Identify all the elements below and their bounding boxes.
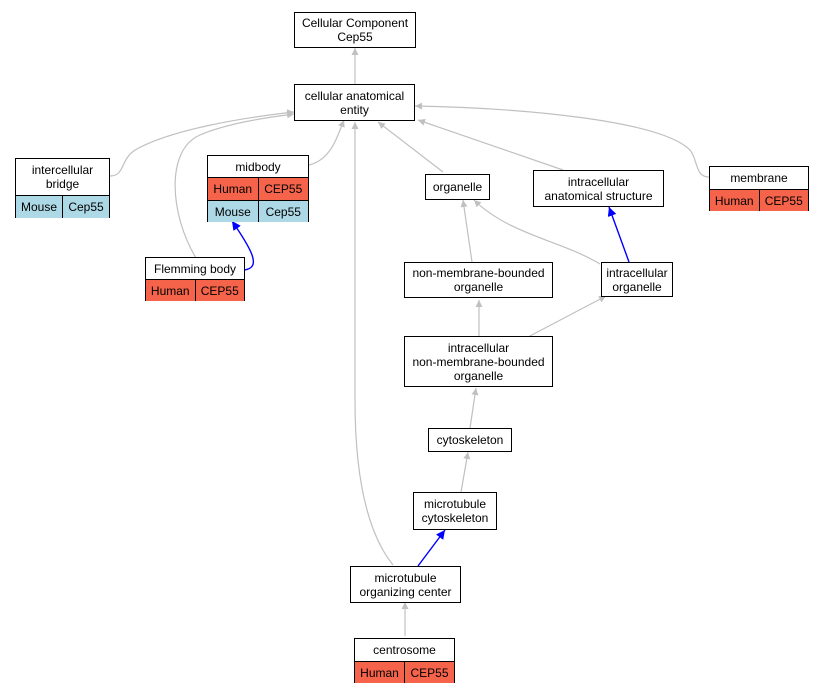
edge-mt-cytoskeleton-to-cytoskeleton xyxy=(460,451,471,493)
species-row-human: Human CEP55 xyxy=(355,661,454,683)
node-cytoskeleton[interactable]: cytoskeleton xyxy=(428,428,512,452)
node-centrosome[interactable]: centrosome Human CEP55 xyxy=(354,638,455,683)
edge-intracellular-structure-to-entity xyxy=(417,118,564,171)
species-row-human: Human CEP55 xyxy=(146,279,244,301)
node-label-line: organelle xyxy=(432,180,483,194)
node-non-membrane-bounded-organelle[interactable]: non-membrane-bounded organelle xyxy=(404,262,553,298)
node-label-line: microtubule xyxy=(423,497,487,511)
species-cell: Mouse xyxy=(214,204,251,219)
edge-flemming-part-of-midbody xyxy=(231,220,255,271)
node-organelle[interactable]: organelle xyxy=(425,174,490,200)
node-label-line: non-membrane-bounded xyxy=(412,354,545,369)
edge-nmb-to-organelle xyxy=(460,199,473,263)
edge-intracellular-organelle-part-of-structure xyxy=(607,206,630,263)
node-label-line: intracellular xyxy=(567,174,630,189)
node-label-line: organizing center xyxy=(359,584,452,599)
node-intracellular-non-membrane-bounded-organelle[interactable]: intracellular non-membrane-bounded organ… xyxy=(404,336,553,387)
node-label-line: cytoskeleton xyxy=(436,433,504,447)
node-intercellular-bridge[interactable]: intercellular bridge Mouse Cep55 xyxy=(15,158,110,218)
node-label-line: cytoskeleton xyxy=(421,511,489,525)
node-label-line: cellular anatomical xyxy=(304,88,405,103)
species-row-human: Human CEP55 xyxy=(710,189,808,211)
node-cellular-component[interactable]: Cellular Component Cep55 xyxy=(294,12,416,48)
edge-membrane-to-entity xyxy=(414,102,710,178)
node-label-line: bridge xyxy=(45,177,80,191)
gene-cell: CEP55 xyxy=(257,178,309,200)
species-cell: Human xyxy=(360,665,399,680)
node-label-line: Cep55 xyxy=(337,30,373,44)
edge-inmb-to-intracellular-organelle xyxy=(527,295,607,338)
node-label-line: centrosome xyxy=(373,643,436,657)
node-label-line: organelle xyxy=(453,368,504,383)
node-label-line: Flemming body xyxy=(153,261,237,276)
node-microtubule-cytoskeleton[interactable]: microtubule cytoskeleton xyxy=(413,492,497,530)
node-label-line: non-membrane-bounded xyxy=(412,266,545,280)
edge-mtoc-to-entity xyxy=(351,122,394,566)
gene-cell: Cep55 xyxy=(62,196,109,218)
edge-intercellular-bridge-to-entity xyxy=(109,109,295,177)
gene-cell: Cep55 xyxy=(257,201,309,222)
node-flemming-body[interactable]: Flemming body Human CEP55 xyxy=(145,257,245,301)
edge-organelle-to-entity xyxy=(377,121,444,173)
gene-cell: CEP55 xyxy=(194,280,245,301)
node-label-line: anatomical structure xyxy=(544,188,653,203)
node-label-line: microtubule xyxy=(374,570,437,585)
node-cellular-anatomical-entity[interactable]: cellular anatomical entity xyxy=(294,84,415,121)
node-label-line: intracellular xyxy=(447,340,510,355)
species-cell: Human xyxy=(213,182,253,196)
edge-mtoc-part-of-mt-cytoskeleton xyxy=(417,529,446,567)
edge-flemming-to-entity xyxy=(174,111,295,259)
gene-cell: CEP55 xyxy=(404,662,454,683)
node-label-line: organelle xyxy=(453,280,504,294)
species-row-human: Human CEP55 xyxy=(208,177,308,200)
node-midbody[interactable]: midbody Human CEP55 Mouse Cep55 xyxy=(207,155,309,222)
species-row-mouse: Mouse Cep55 xyxy=(208,200,308,222)
species-cell: Human xyxy=(150,283,190,298)
edge-midbody-to-entity xyxy=(308,119,345,166)
node-intracellular-organelle[interactable]: intracellular organelle xyxy=(601,262,673,297)
node-intracellular-anatomical-structure[interactable]: intracellular anatomical structure xyxy=(533,170,664,207)
node-label-line: organelle xyxy=(612,279,662,294)
edge-cytoskeleton-to-inmb xyxy=(469,387,479,429)
node-label-line: Cellular Component xyxy=(301,16,409,30)
node-label-line: intercellular xyxy=(31,163,94,177)
species-cell: Mouse xyxy=(20,200,58,214)
node-label-line: entity xyxy=(340,102,369,117)
node-membrane[interactable]: membrane Human CEP55 xyxy=(709,166,809,211)
node-label-line: midbody xyxy=(235,159,281,174)
gene-cell: CEP55 xyxy=(758,190,809,211)
edge-intracellular-organelle-to-organelle xyxy=(473,199,601,265)
node-label-line: intracellular xyxy=(606,265,668,280)
species-row-mouse: Mouse Cep55 xyxy=(16,195,109,218)
node-label-line: membrane xyxy=(730,171,788,185)
species-cell: Human xyxy=(714,193,754,208)
node-microtubule-organizing-center[interactable]: microtubule organizing center xyxy=(350,566,461,603)
